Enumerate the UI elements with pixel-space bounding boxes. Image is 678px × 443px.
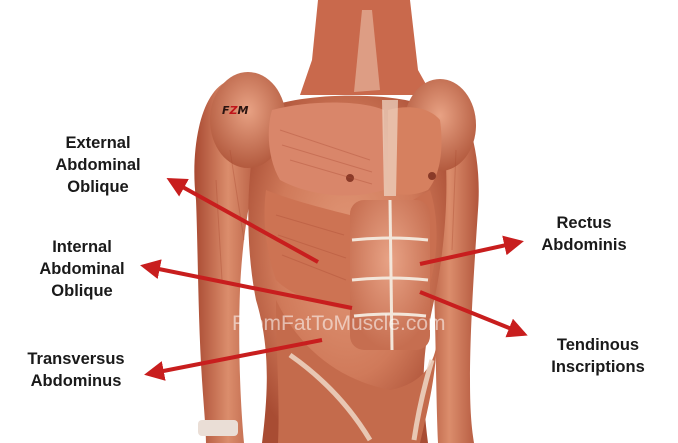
- label-transversus-abdominus: Transversus Abdominus: [6, 348, 146, 392]
- left-pectoral: [269, 103, 384, 196]
- right-nipple: [428, 172, 436, 180]
- label-rectus-abdominis: Rectus Abdominis: [524, 212, 644, 256]
- label-tendinous-inscriptions: Tendinous Inscriptions: [528, 334, 668, 378]
- left-wrist: [198, 420, 238, 436]
- brand-logo: FZM: [222, 104, 248, 117]
- watermark: FromFatToMuscle.com: [232, 312, 446, 336]
- label-internal-abdominal-oblique: Internal Abdominal Oblique: [20, 236, 144, 302]
- label-external-abdominal-oblique: External Abdominal Oblique: [36, 132, 160, 198]
- sternum: [382, 100, 398, 196]
